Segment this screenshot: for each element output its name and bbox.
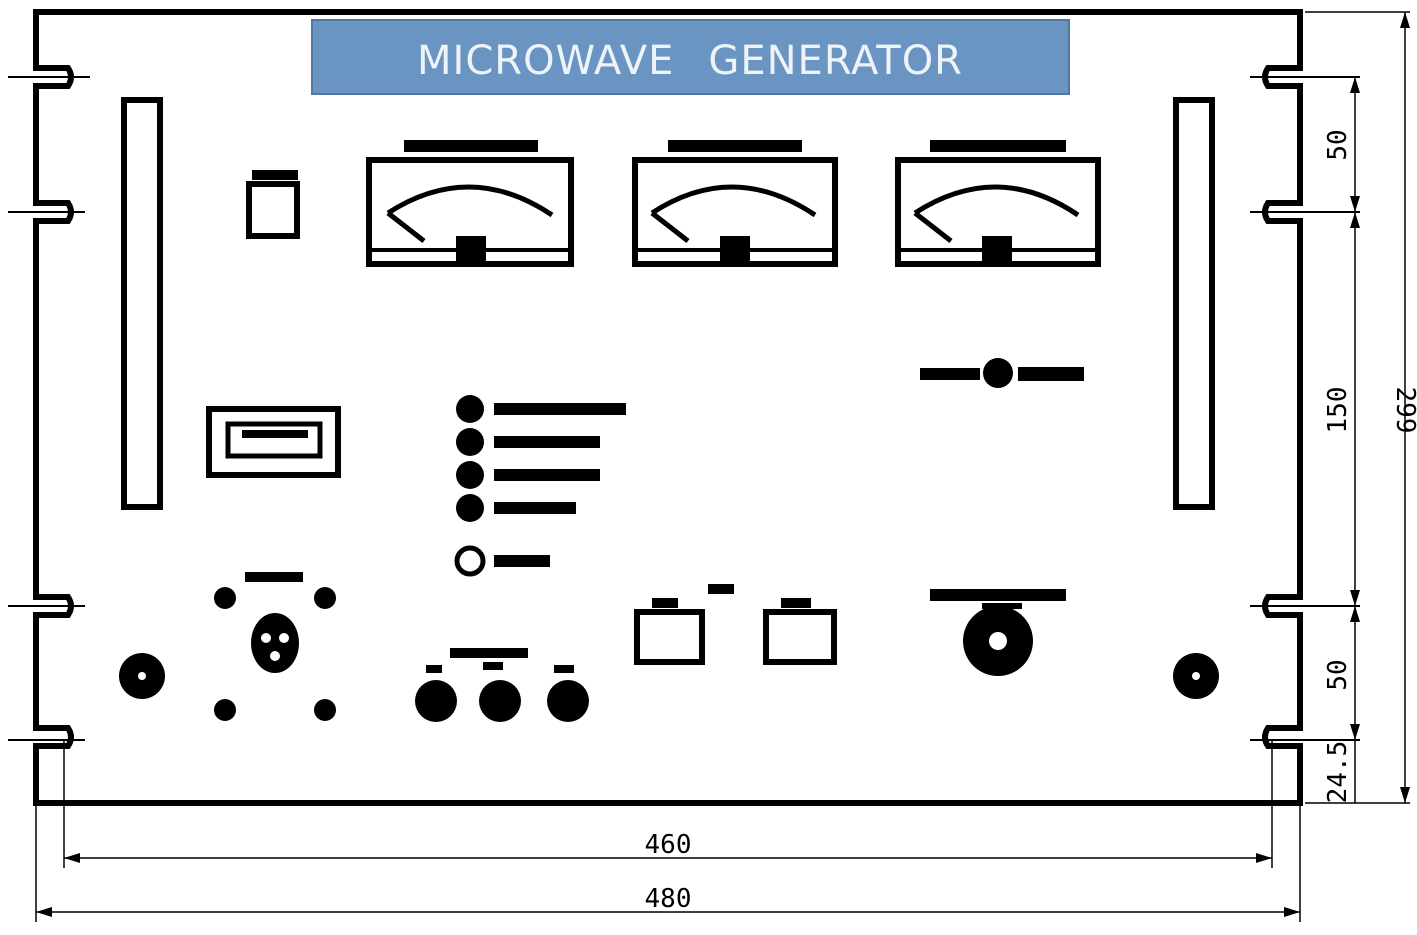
lamp-3-label-mark (494, 469, 600, 481)
foot-right-center (1192, 672, 1200, 680)
connector-screw-4 (314, 699, 336, 721)
slot-marks (8, 76, 1360, 741)
selector-label-right-mark (1018, 367, 1084, 381)
middle-spacing-label: 150 (1323, 387, 1353, 434)
inner-width-label: 460 (645, 830, 692, 860)
lamp-1-label-mark (494, 403, 626, 415)
total-height-label: 299 (1390, 387, 1417, 434)
meter-1 (366, 140, 574, 267)
outer-width-label: 480 (645, 884, 692, 914)
height-dimensions (1305, 11, 1410, 804)
switch-top-label-mark (708, 584, 734, 594)
lamp-2 (456, 428, 484, 456)
knob-3-label-mark (554, 665, 574, 673)
switch-1-label-mark (652, 598, 678, 608)
lamp-4 (456, 494, 484, 522)
switch-2-label-mark (781, 598, 811, 608)
reset-label-mark (494, 555, 550, 567)
rocker-switch-2[interactable] (763, 609, 837, 665)
knob-group-sublabel-mark (483, 662, 503, 670)
adjust-knob-3[interactable] (547, 680, 589, 722)
lamp-4-label-mark (494, 502, 576, 514)
display-frame (206, 406, 341, 478)
display-window (225, 421, 323, 459)
power-knob-label-mark (930, 589, 1066, 601)
selector-label-left-mark (920, 368, 980, 380)
left-handle (121, 97, 163, 510)
title-bar (311, 19, 1070, 95)
connector-screw-2 (314, 587, 336, 609)
meter-2-label-mark (668, 140, 802, 152)
output-connector[interactable] (251, 613, 299, 673)
adjust-knob-1[interactable] (415, 680, 457, 722)
connector-label-mark (245, 572, 303, 582)
lamp-1 (456, 395, 484, 423)
title-part2: GENERATOR (708, 38, 963, 84)
knob-1-label-mark (426, 665, 442, 673)
indicator-label-mark (252, 170, 298, 180)
local-remote-knob[interactable] (983, 358, 1013, 388)
power-knob-sublabel-mark (982, 603, 1022, 609)
connector-screw-1 (214, 587, 236, 609)
title-text: MICROWAVE GENERATOR (417, 38, 963, 84)
rocker-switch-1[interactable] (634, 609, 705, 665)
display-readout-mark (242, 430, 308, 438)
meter-3-label-mark (930, 140, 1066, 152)
lamp-2-label-mark (494, 436, 600, 448)
bottom-offset-label: 24.5 (1323, 741, 1353, 804)
upper-spacing-label: 50 (1323, 129, 1353, 160)
indicator-lamps (456, 395, 626, 522)
power-switch[interactable] (246, 181, 300, 239)
power-adjust-knob-center (989, 632, 1007, 650)
meter-1-label-mark (404, 140, 538, 152)
connector-screw-3 (214, 699, 236, 721)
meter-3 (895, 140, 1101, 267)
knob-group-label-mark (450, 648, 528, 658)
lamp-3 (456, 461, 484, 489)
meter-2 (632, 140, 838, 267)
foot-left-center (138, 672, 146, 680)
reset-button[interactable] (454, 545, 486, 577)
width-dimensions (35, 740, 1301, 922)
right-handle (1173, 97, 1215, 510)
adjust-knob-2[interactable] (479, 680, 521, 722)
title-part1: MICROWAVE (417, 38, 674, 84)
lower-spacing-label: 50 (1323, 659, 1353, 690)
